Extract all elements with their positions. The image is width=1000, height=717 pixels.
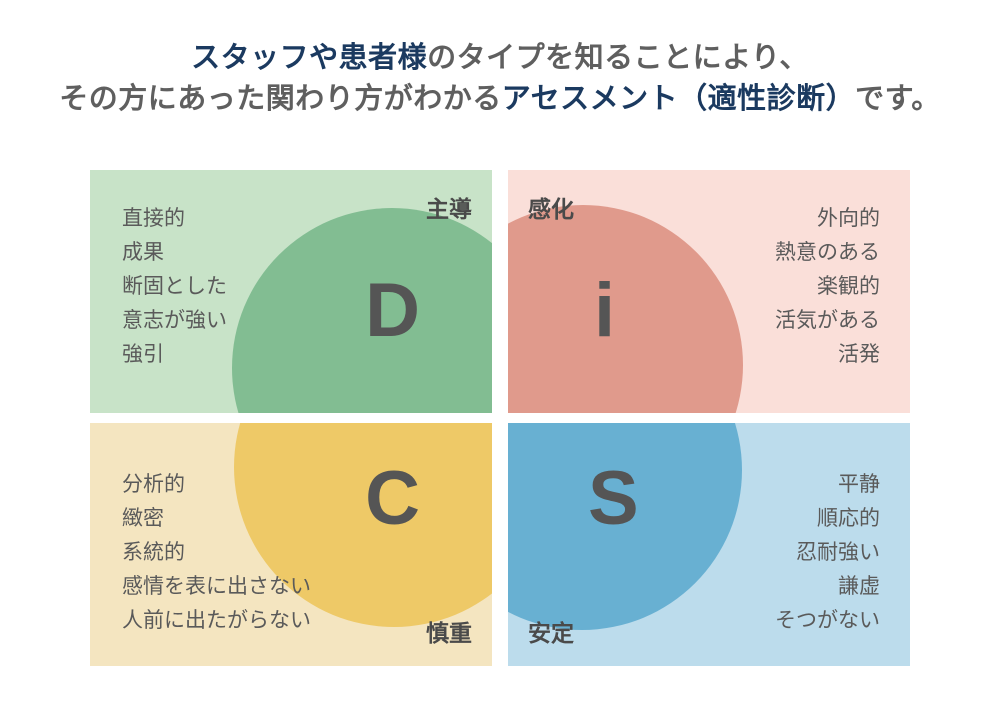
quadrant-c-letter: C [365,456,420,541]
list-item: 熱意のある [775,241,880,265]
quadrant-i-letter: i [594,268,616,353]
quadrant-d: 主導 D 直接的 成果 断固とした 意志が強い 強引 [90,170,492,413]
list-item: 感情を表に出さない [122,575,311,599]
list-item: 平静 [838,473,880,496]
quadrant-d-accent-circle [232,208,492,413]
list-item: 活気がある [775,309,880,333]
page-title-highlight-2: アセスメント（適性診断） [501,83,856,116]
quadrant-i: 感化 i 外向的 熱意のある 楽観的 活気がある 活発 [508,170,910,413]
page-title-highlight-1: スタッフや患者様 [191,42,428,74]
quadrant-i-trait-list: 外向的 熱意のある 楽観的 活気がある 活発 [775,202,880,372]
list-item: 外向的 [817,207,880,230]
list-item: 分析的 [122,473,185,496]
list-item: 忍耐強い [796,541,880,565]
quadrant-c-corner-label: 慎重 [426,620,472,646]
list-item: 成果 [122,241,164,265]
quadrant-i-accent-circle [508,205,743,413]
quadrant-d-corner-label: 主導 [426,196,472,222]
quadrant-c-trait-list: 分析的 緻密 系統的 感情を表に出さない 人前に出たがらない [122,468,311,638]
list-item: 系統的 [122,541,185,565]
page-title-plain-1: のタイプを知ることにより、 [427,42,809,74]
list-item: 意志が強い [122,309,227,333]
quadrant-s-corner-label: 安定 [528,620,574,646]
quadrant-s-letter: S [588,456,639,541]
list-item: 直接的 [122,207,185,230]
page-title-plain-2b: です。 [855,83,941,116]
list-item: 活発 [838,343,880,367]
quadrant-c: 慎重 C 分析的 緻密 系統的 感情を表に出さない 人前に出たがらない [90,423,492,666]
list-item: 楽観的 [817,275,880,299]
list-item: 断固とした [122,275,227,299]
page-title-line-2: その方にあった関わり方がわかるアセスメント（適性診断）です。 [0,79,1000,120]
page-title-line-1: スタッフや患者様のタイプを知ることにより、 [0,38,1000,79]
list-item: 強引 [122,343,164,367]
quadrant-s-trait-list: 平静 順応的 忍耐強い 謙虚 そつがない [775,468,880,638]
list-item: 緻密 [122,507,164,531]
list-item: 謙虚 [838,575,880,599]
page-title: スタッフや患者様のタイプを知ることにより、 その方にあった関わり方がわかるアセス… [0,0,1000,120]
quadrant-s: 安定 S 平静 順応的 忍耐強い 謙虚 そつがない [508,423,910,666]
page-title-plain-2a: その方にあった関わり方がわかる [59,83,502,116]
quadrant-d-trait-list: 直接的 成果 断固とした 意志が強い 強引 [122,202,227,372]
quadrant-d-letter: D [365,268,420,353]
list-item: 順応的 [817,507,880,531]
list-item: そつがない [775,609,880,633]
list-item: 人前に出たがらない [122,609,311,633]
disc-matrix: 主導 D 直接的 成果 断固とした 意志が強い 強引 感化 i 外向的 熱意のあ… [90,170,910,666]
quadrant-i-corner-label: 感化 [528,196,574,222]
